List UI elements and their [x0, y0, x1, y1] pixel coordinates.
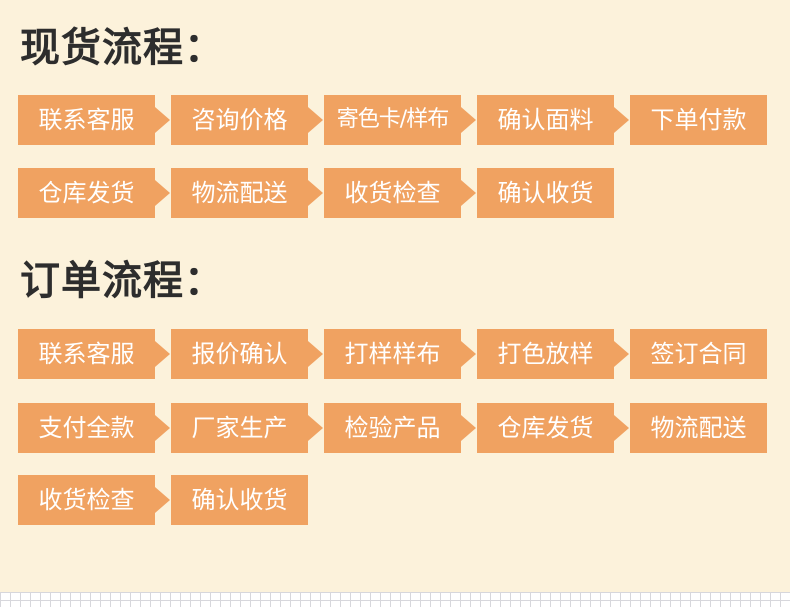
flow-step: 联系客服 — [18, 329, 170, 379]
arrow-right-icon — [461, 180, 476, 206]
flow-row: 收货检查 确认收货 — [18, 475, 308, 525]
flow-step-label: 联系客服 — [38, 340, 135, 368]
flow-step-label: 物流配送 — [191, 179, 288, 207]
arrow-right-icon — [461, 341, 476, 367]
flow-step-label: 厂家生产 — [191, 414, 288, 442]
flow-step-label: 签订合同 — [650, 340, 747, 368]
flow-step: 打色放样 — [477, 329, 629, 379]
flow-step: 下单付款 — [630, 95, 767, 145]
flow-step: 支付全款 — [18, 403, 170, 453]
flow-step: 收货检查 — [18, 475, 170, 525]
arrow-right-icon — [155, 180, 170, 206]
arrow-right-icon — [461, 415, 476, 441]
flow-step-label: 打色放样 — [497, 340, 594, 368]
flow-step: 寄色卡/样布 — [324, 95, 476, 145]
section-title-order-process: 订单流程： — [20, 258, 225, 304]
table-grid-edge — [0, 592, 790, 607]
flow-step-label: 打样样布 — [344, 340, 441, 368]
arrow-right-icon — [155, 107, 170, 133]
flow-step-label: 收货检查 — [344, 179, 441, 207]
flow-step: 检验产品 — [324, 403, 476, 453]
arrow-right-icon — [155, 415, 170, 441]
flow-row: 联系客服 咨询价格 寄色卡/样布 确认面料 下单付款 — [18, 95, 767, 145]
arrow-right-icon — [308, 415, 323, 441]
flow-step-label: 物流配送 — [650, 414, 747, 442]
arrow-right-icon — [614, 415, 629, 441]
flow-step-label: 检验产品 — [344, 414, 441, 442]
flow-step-label: 联系客服 — [38, 106, 135, 134]
arrow-right-icon — [155, 487, 170, 513]
flow-step: 收货检查 — [324, 168, 476, 218]
flow-step-label: 寄色卡/样布 — [336, 107, 449, 132]
flow-step: 仓库发货 — [477, 403, 629, 453]
flow-step: 确认收货 — [477, 168, 614, 218]
flow-step-label: 仓库发货 — [497, 414, 594, 442]
flow-step: 咨询价格 — [171, 95, 323, 145]
flow-step-label: 确认收货 — [497, 179, 594, 207]
flow-step: 打样样布 — [324, 329, 476, 379]
arrow-right-icon — [614, 341, 629, 367]
flow-step: 签订合同 — [630, 329, 767, 379]
arrow-right-icon — [155, 341, 170, 367]
flow-step-label: 确认面料 — [497, 106, 594, 134]
flow-step: 物流配送 — [630, 403, 767, 453]
flow-step-label: 支付全款 — [38, 414, 135, 442]
flow-step-label: 收货检查 — [38, 486, 135, 514]
flow-step: 联系客服 — [18, 95, 170, 145]
arrow-right-icon — [308, 341, 323, 367]
flow-step: 物流配送 — [171, 168, 323, 218]
flow-step-label: 仓库发货 — [38, 179, 135, 207]
flow-step: 报价确认 — [171, 329, 323, 379]
arrow-right-icon — [461, 107, 476, 133]
flow-step: 仓库发货 — [18, 168, 170, 218]
flow-row: 联系客服 报价确认 打样样布 打色放样 签订合同 — [18, 329, 767, 379]
arrow-right-icon — [614, 107, 629, 133]
flow-step: 确认收货 — [171, 475, 308, 525]
arrow-right-icon — [308, 180, 323, 206]
section-title-spot-process: 现货流程： — [20, 25, 225, 71]
flow-step-label: 报价确认 — [191, 340, 288, 368]
flow-step: 确认面料 — [477, 95, 629, 145]
flow-step: 厂家生产 — [171, 403, 323, 453]
flow-row: 仓库发货 物流配送 收货检查 确认收货 — [18, 168, 614, 218]
flow-step-label: 咨询价格 — [191, 106, 288, 134]
flow-step-label: 确认收货 — [191, 486, 288, 514]
flow-row: 支付全款 厂家生产 检验产品 仓库发货 物流配送 — [18, 403, 767, 453]
arrow-right-icon — [308, 107, 323, 133]
flow-step-label: 下单付款 — [650, 106, 747, 134]
